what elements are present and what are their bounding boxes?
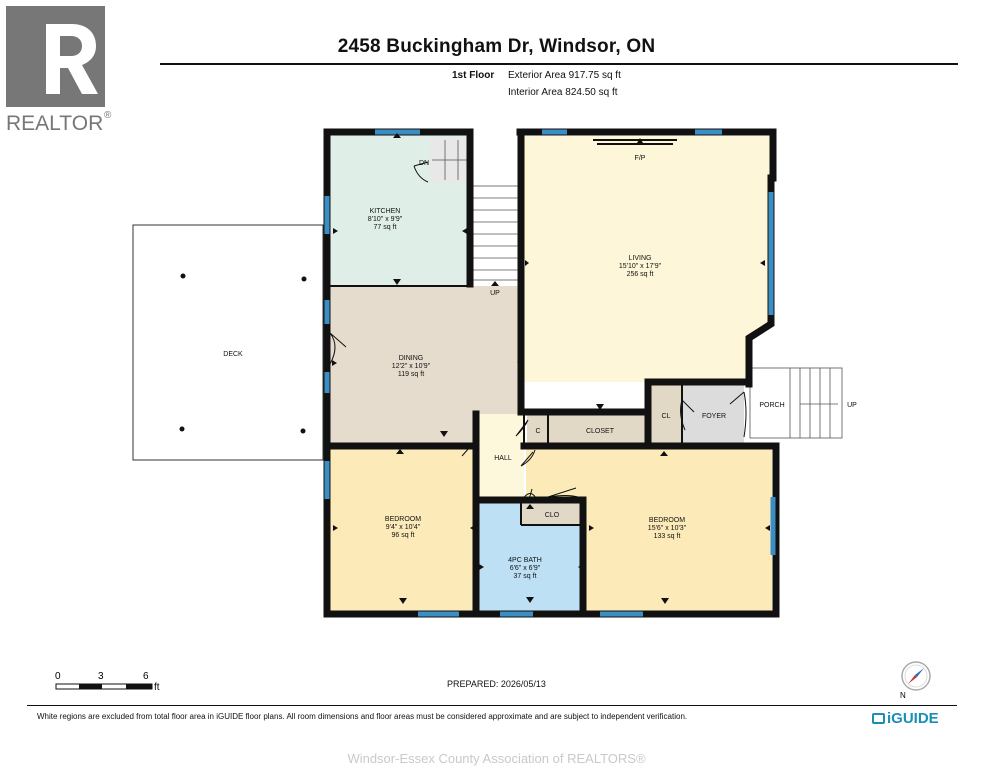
bedroom-left [330, 449, 476, 611]
foyer [682, 383, 744, 443]
bedroom-right-name: BEDROOM [649, 517, 685, 524]
svg-text:6: 6 [143, 671, 149, 682]
floor-label: 1st Floor [452, 70, 495, 81]
bedroom-right-dims: 15'6" x 10'3" [648, 525, 687, 532]
stairs-up-label: UP [490, 290, 500, 297]
door-swings [329, 161, 747, 504]
footer-text: Windsor-Essex County Association of REAL… [347, 751, 646, 766]
dining-dims: 12'2" x 10'9" [392, 363, 431, 370]
porch-up-label: UP [847, 402, 857, 409]
bath-area: 37 sq ft [514, 573, 537, 580]
closet-c [527, 414, 548, 444]
exterior-area: Exterior Area 917.75 sq ft [508, 70, 621, 81]
svg-text:ft: ft [154, 682, 160, 693]
realtor-logo: REALTOR ® [6, 6, 112, 134]
deck-label: DECK [223, 351, 243, 358]
deck [132, 224, 324, 461]
scale-bar: 0 3 6 ft [55, 671, 160, 693]
svg-text:3: 3 [98, 671, 104, 682]
cl-label: CL [662, 413, 671, 420]
dining-area: 119 sq ft [398, 371, 424, 378]
bath-name: 4PC BATH [508, 557, 542, 564]
kitchen-dims: 8'10" x 9'9" [368, 216, 403, 223]
bedroom-left-dims: 9'4" x 10'4" [386, 524, 421, 531]
fireplace-label: F/P [635, 155, 646, 162]
kitchen-name: KITCHEN [370, 208, 401, 215]
closet [548, 414, 648, 444]
c-label: C [535, 428, 540, 435]
clo-label: CLO [545, 512, 560, 519]
interior-area: Interior Area 824.50 sq ft [508, 87, 618, 98]
svg-text:0: 0 [55, 671, 61, 682]
dn-label: DN [419, 160, 429, 167]
compass-north-label: N [900, 691, 906, 698]
hall-area [479, 414, 524, 500]
living-room [524, 136, 770, 382]
stairs-up [471, 185, 519, 281]
windows [324, 129, 776, 617]
iguide-logo: iGUIDE [872, 710, 939, 727]
closet-label: CLOSET [586, 428, 615, 435]
living-area: 256 sq ft [627, 271, 654, 278]
foyer-label: FOYER [702, 413, 726, 420]
bath-dims: 6'6" x 6'9" [510, 565, 541, 572]
closet-clo [522, 500, 582, 524]
dining-name: DINING [399, 355, 424, 362]
porch-stairs [749, 367, 843, 439]
bedroom-right-area: 133 sq ft [654, 533, 681, 540]
hall-label: HALL [494, 455, 512, 462]
living-dims: 15'10" x 17'9" [619, 263, 662, 270]
living-name: LIVING [629, 255, 652, 262]
bedroom-left-area: 96 sq ft [392, 532, 415, 539]
compass-icon: N [900, 661, 931, 698]
kitchen-area: 77 sq ft [374, 224, 397, 231]
page-title: 2458 Buckingham Dr, Windsor, ON [337, 36, 656, 57]
porch-label: PORCH [759, 402, 784, 409]
dimension-markers [332, 133, 770, 604]
realtor-logo-text: REALTOR [6, 112, 103, 134]
title-divider [160, 63, 958, 65]
svg-text:®: ® [104, 110, 112, 121]
walls [323, 128, 780, 618]
prepared-date: PREPARED: 2026/05/13 [447, 679, 546, 689]
closet-cl [651, 383, 682, 443]
iguide-icon [872, 713, 885, 724]
disclaimer-text: White regions are excluded from total fl… [37, 712, 688, 721]
footer-divider [27, 705, 957, 706]
bedroom-left-name: BEDROOM [385, 516, 421, 523]
